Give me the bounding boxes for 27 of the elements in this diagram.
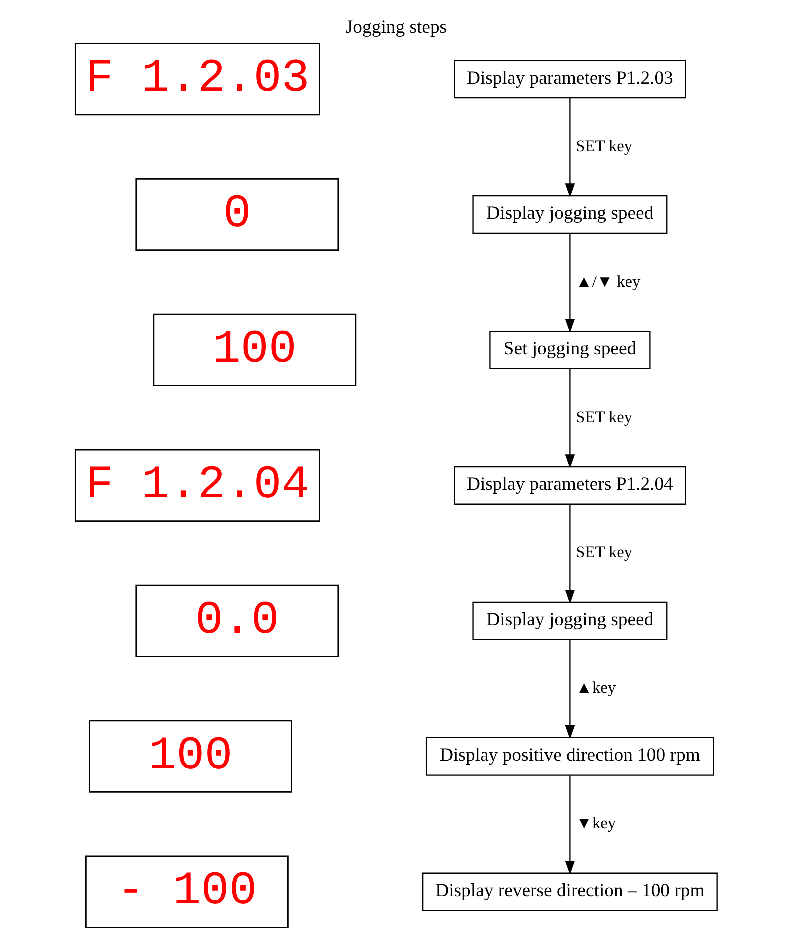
node-box: 100 [88,720,292,793]
edge-label: ▲key [576,678,616,698]
node-box: Display parameters P1.2.03 [454,60,686,99]
node-box: Display jogging speed [472,602,668,640]
diagram-title: Jogging steps [345,16,447,38]
arrow [564,776,575,875]
node-box: Display jogging speed [472,196,668,234]
node-box: Display positive direction 100 rpm [425,737,714,776]
node-box: F 1.2.04 [74,449,320,522]
node-box: F 1.2.03 [74,43,320,116]
node-box: 0.0 [135,584,339,658]
node-box: Display reverse direction – 100 rpm [422,872,718,912]
edge-label: ▲/▼ key [576,272,640,291]
edge-label: ▼key [576,814,616,833]
node-box: Display parameters P1.2.04 [454,466,686,505]
edge-label: SET key [576,542,632,562]
edge-label: SET key [576,407,632,426]
arrow [564,98,575,198]
node-box: 100 [152,314,356,387]
node-box: - 100 [84,856,288,928]
arrow [564,504,575,604]
arrow [564,640,575,740]
arrow [564,234,575,334]
node-box: Set jogging speed [489,330,650,370]
node-box: 0 [135,178,339,252]
edge-label: SET key [576,136,632,156]
arrow [564,369,575,469]
